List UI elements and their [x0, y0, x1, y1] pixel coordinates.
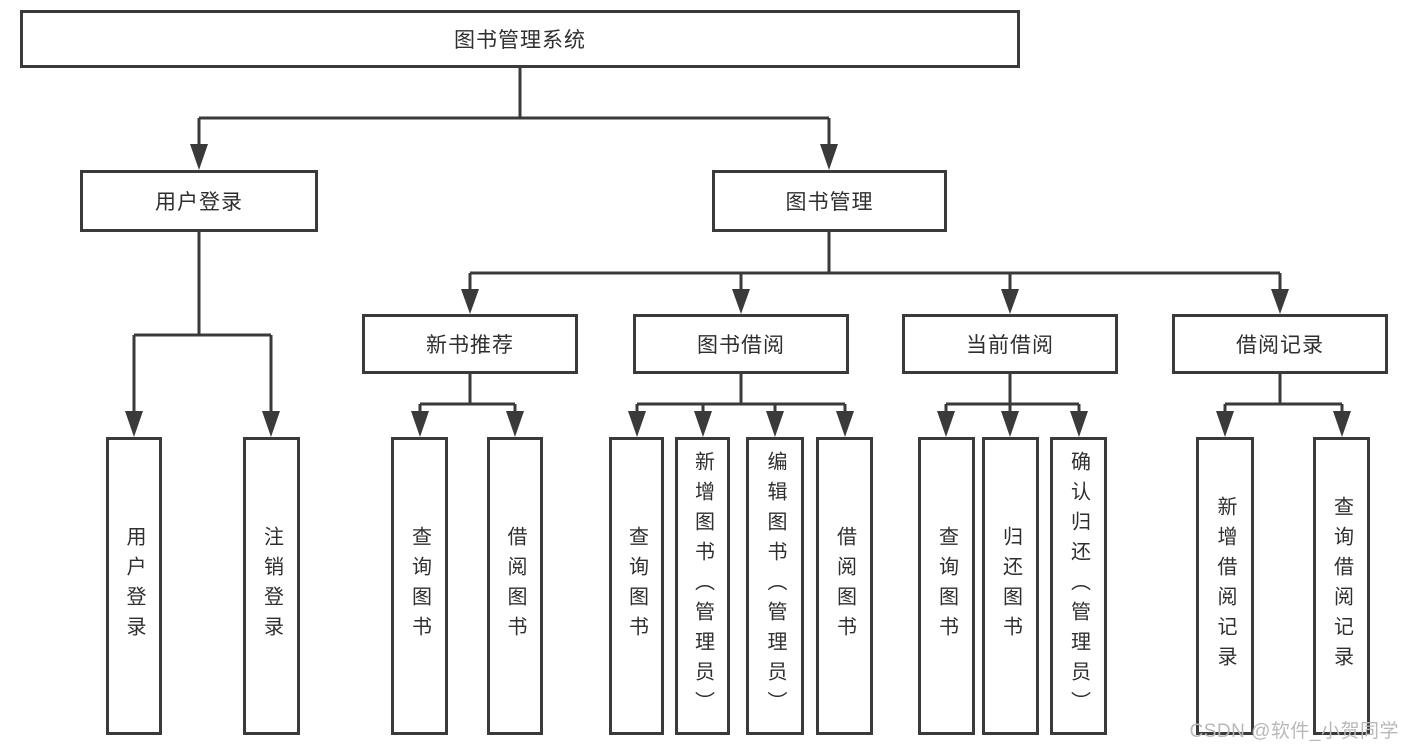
node-book-management: 图书管理	[712, 170, 947, 232]
leaf-return-books-label: 归还图书	[999, 526, 1022, 646]
connector-book-borrow-group	[628, 374, 854, 437]
node-new-book-recommend-label: 新书推荐	[426, 334, 514, 357]
leaf-query-books-under-borrow: 查询图书	[609, 437, 664, 735]
connector-current-borrow-group	[937, 374, 1088, 437]
node-borrow-records-label: 借阅记录	[1236, 334, 1324, 357]
leaf-user-login-label: 用户登录	[123, 526, 145, 646]
leaf-query-books-under-recommend: 查询图书	[391, 437, 448, 735]
node-current-borrow-label: 当前借阅	[966, 334, 1054, 357]
leaf-user-login: 用户登录	[106, 437, 162, 735]
leaf-add-borrow-record-label: 新增借阅记录	[1214, 496, 1236, 676]
node-root-label: 图书管理系统	[454, 29, 586, 52]
node-borrow-records: 借阅记录	[1172, 314, 1388, 374]
leaf-borrow-books-under-recommend-label: 借阅图书	[504, 526, 526, 646]
csdn-watermark: CSDN @软件_小贺同学	[1189, 721, 1399, 742]
node-book-borrow-label: 图书借阅	[697, 334, 785, 357]
leaf-add-borrow-record: 新增借阅记录	[1196, 437, 1254, 735]
leaf-confirm-return-admin: 确认归还（管理员）	[1050, 437, 1107, 735]
node-user-login: 用户登录	[80, 170, 318, 232]
leaf-query-books-under-borrow-label: 查询图书	[625, 526, 648, 646]
leaf-add-books-admin-label: 新增图书（管理员）	[691, 451, 714, 721]
leaf-logout-label: 注销登录	[260, 526, 283, 646]
node-book-management-label: 图书管理	[785, 191, 874, 214]
leaf-borrow-books-under-borrow-label: 借阅图书	[833, 526, 856, 646]
leaf-borrow-books-under-recommend: 借阅图书	[487, 437, 543, 735]
connector-book-management-to-level3	[461, 232, 1289, 314]
leaf-add-books-admin: 新增图书（管理员）	[675, 437, 730, 735]
connector-new-book-recommend-group	[411, 374, 524, 437]
leaf-return-books: 归还图书	[982, 437, 1039, 735]
node-current-borrow: 当前借阅	[902, 314, 1118, 374]
leaf-edit-books-admin-label: 编辑图书（管理员）	[764, 451, 786, 721]
leaf-query-books-under-recommend-label: 查询图书	[408, 526, 431, 646]
leaf-query-books-under-current-label: 查询图书	[935, 526, 958, 646]
node-book-borrow: 图书借阅	[633, 314, 849, 374]
leaf-logout: 注销登录	[243, 437, 300, 735]
connector-user-login-group	[125, 232, 280, 437]
leaf-edit-books-admin: 编辑图书（管理员）	[746, 437, 804, 735]
leaf-borrow-books-under-borrow: 借阅图书	[816, 437, 873, 735]
leaf-query-books-under-current: 查询图书	[918, 437, 975, 735]
leaf-query-borrow-record: 查询借阅记录	[1313, 437, 1370, 735]
leaf-confirm-return-admin-label: 确认归还（管理员）	[1067, 451, 1090, 721]
node-user-login-label: 用户登录	[155, 191, 243, 214]
leaf-query-borrow-record-label: 查询借阅记录	[1330, 496, 1353, 676]
connector-borrow-records-group	[1216, 374, 1351, 437]
node-new-book-recommend: 新书推荐	[362, 314, 578, 374]
connector-root-to-level2	[190, 68, 838, 170]
node-root-library-system: 图书管理系统	[20, 10, 1020, 68]
